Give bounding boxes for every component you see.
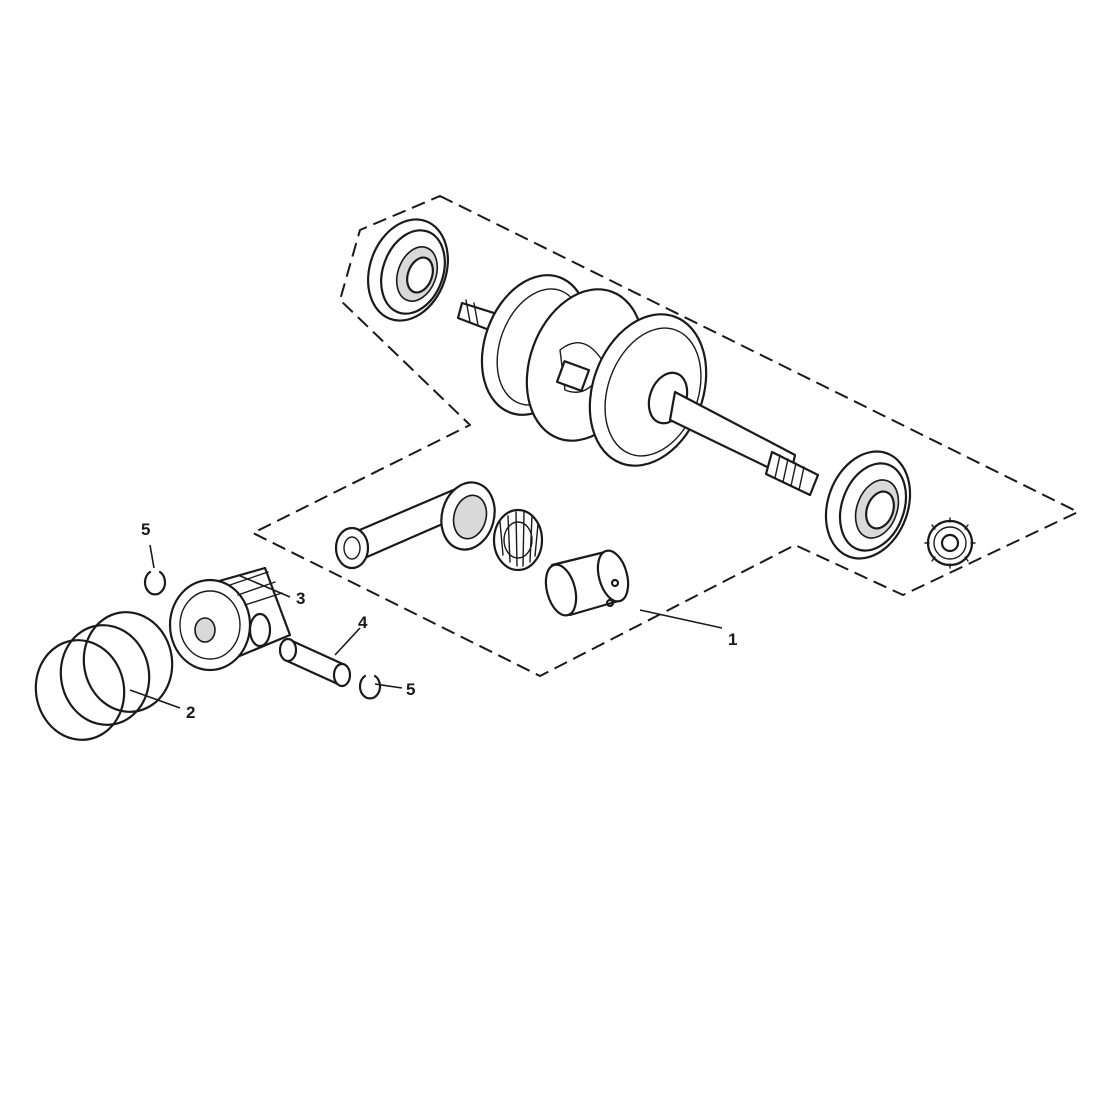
callout-3: 3 <box>296 589 305 608</box>
leader-line-3 <box>237 574 291 598</box>
circlip-left[interactable] <box>143 570 167 596</box>
connecting-rod[interactable] <box>334 476 502 570</box>
crankshaft[interactable] <box>456 260 820 497</box>
callout-5-right: 5 <box>406 680 415 699</box>
leader-line-2 <box>129 689 181 709</box>
leader-line-4 <box>334 627 361 656</box>
circlip-right[interactable] <box>358 674 382 700</box>
leader-line-1 <box>639 609 723 629</box>
needle-bearing[interactable] <box>492 508 544 572</box>
left-main-bearing[interactable] <box>355 208 462 332</box>
piston[interactable] <box>168 566 292 672</box>
drive-gear[interactable] <box>924 517 976 569</box>
callout-1: 1 <box>728 630 737 649</box>
crank-pin[interactable] <box>541 547 634 618</box>
callout-2: 2 <box>186 703 195 722</box>
callout-4: 4 <box>358 613 368 632</box>
right-main-bearing[interactable] <box>812 440 925 571</box>
leader-line-5-left <box>149 544 155 569</box>
leader-line-5-right <box>374 683 403 689</box>
piston-pin[interactable] <box>278 637 352 688</box>
assembly-group-boundary <box>252 195 1079 677</box>
callout-5-left: 5 <box>141 520 150 539</box>
piston-rings[interactable] <box>28 605 180 747</box>
